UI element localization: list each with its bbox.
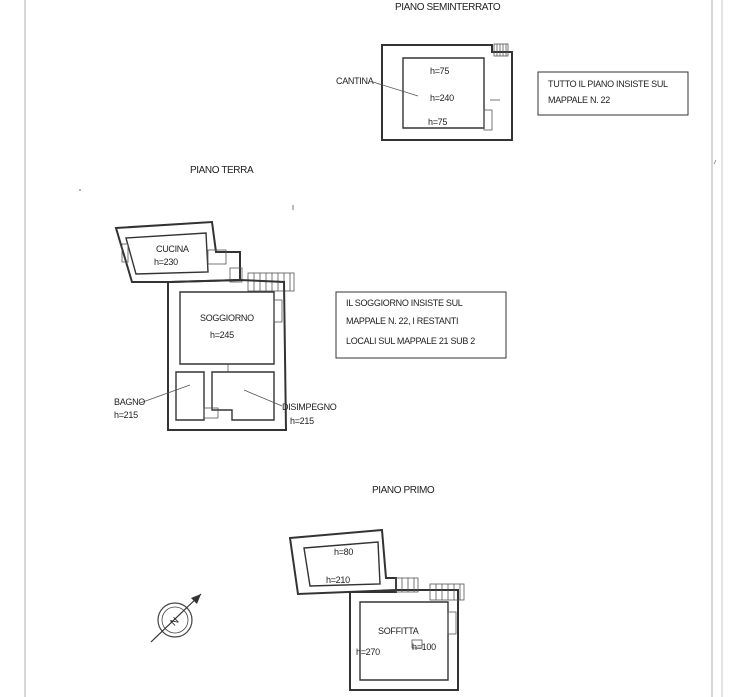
basement-window [483, 109, 493, 131]
kitchen-outer-wall [114, 220, 241, 283]
kitchen-door [207, 249, 227, 265]
living-window [273, 299, 283, 323]
basement-stair [493, 43, 509, 57]
first-stair [395, 577, 465, 601]
living-inner-wall [179, 291, 275, 365]
hall-height: h=215 [290, 416, 314, 426]
kitchen-label: CUCINA [156, 244, 189, 254]
ground-note-line3: LOCALI SUL MAPPALE 21 SUB 2 [346, 336, 475, 346]
soffitta-inner-wall [359, 601, 449, 681]
first-upper-inner-wall [303, 541, 381, 587]
basement-plan: PIANO SEMINTERRATO CANTINA h=75 h=240 h=… [336, 2, 689, 141]
basement-note-box [537, 71, 689, 116]
first-height-b: h=210 [326, 575, 350, 585]
bath-leader [139, 384, 191, 404]
hall-inner-wall [211, 371, 275, 421]
first-height-d: h=100 [412, 642, 436, 652]
basement-height-mid: h=240 [430, 93, 454, 103]
living-height: h=245 [210, 330, 234, 340]
compass-arrow [191, 594, 201, 604]
ground-note-line2: MAPPALE N. 22, I RESTANTI [346, 316, 458, 326]
first-floor-plan: PIANO PRIMO h=80 h=210 SOFFITTA h=270 h=… [288, 485, 465, 691]
basement-note-line1: TUTTO IL PIANO INSISTE SUL [548, 79, 668, 89]
hall-label: DISIMPEGNO [282, 402, 337, 412]
kitchen-inner-wall [125, 232, 209, 275]
first-height-c: h=270 [356, 647, 380, 657]
cantina-leader [372, 81, 419, 97]
ground-note-box [335, 291, 507, 359]
bath-inner-wall [175, 371, 205, 421]
cantina-label: CANTINA [336, 76, 374, 86]
north-compass: N [150, 593, 202, 643]
first-title: PIANO PRIMO [372, 485, 435, 496]
basement-title: PIANO SEMINTERRATO [395, 2, 501, 13]
soffitta-window [447, 611, 457, 635]
compass-letter: N [169, 616, 182, 629]
bath-label: BAGNO [114, 397, 145, 407]
compass-ring [157, 602, 193, 638]
hall-leader [243, 389, 283, 407]
bath-height: h=215 [114, 410, 138, 420]
basement-note-line2: MAPPALE N. 22 [548, 95, 610, 105]
basement-height-top: h=75 [430, 66, 449, 76]
living-label: SOGGIORNO [200, 313, 254, 323]
ground-title: PIANO TERRA [190, 165, 254, 176]
kitchen-height: h=230 [154, 257, 178, 267]
compass-needle [150, 593, 202, 643]
basement-outer-wall [381, 44, 513, 141]
ground-outer-wall [167, 278, 288, 431]
soffitta-label: SOFFITTA [378, 626, 419, 636]
basement-height-bot: h=75 [428, 117, 447, 127]
first-height-a: h=80 [334, 547, 353, 557]
ground-plan: PIANO TERRA CUCINA h=230 SOGGIORNO h= [114, 165, 507, 431]
ground-note-line1: IL SOGGIORNO INSISTE SUL [346, 298, 463, 308]
first-outer-wall [288, 528, 459, 691]
